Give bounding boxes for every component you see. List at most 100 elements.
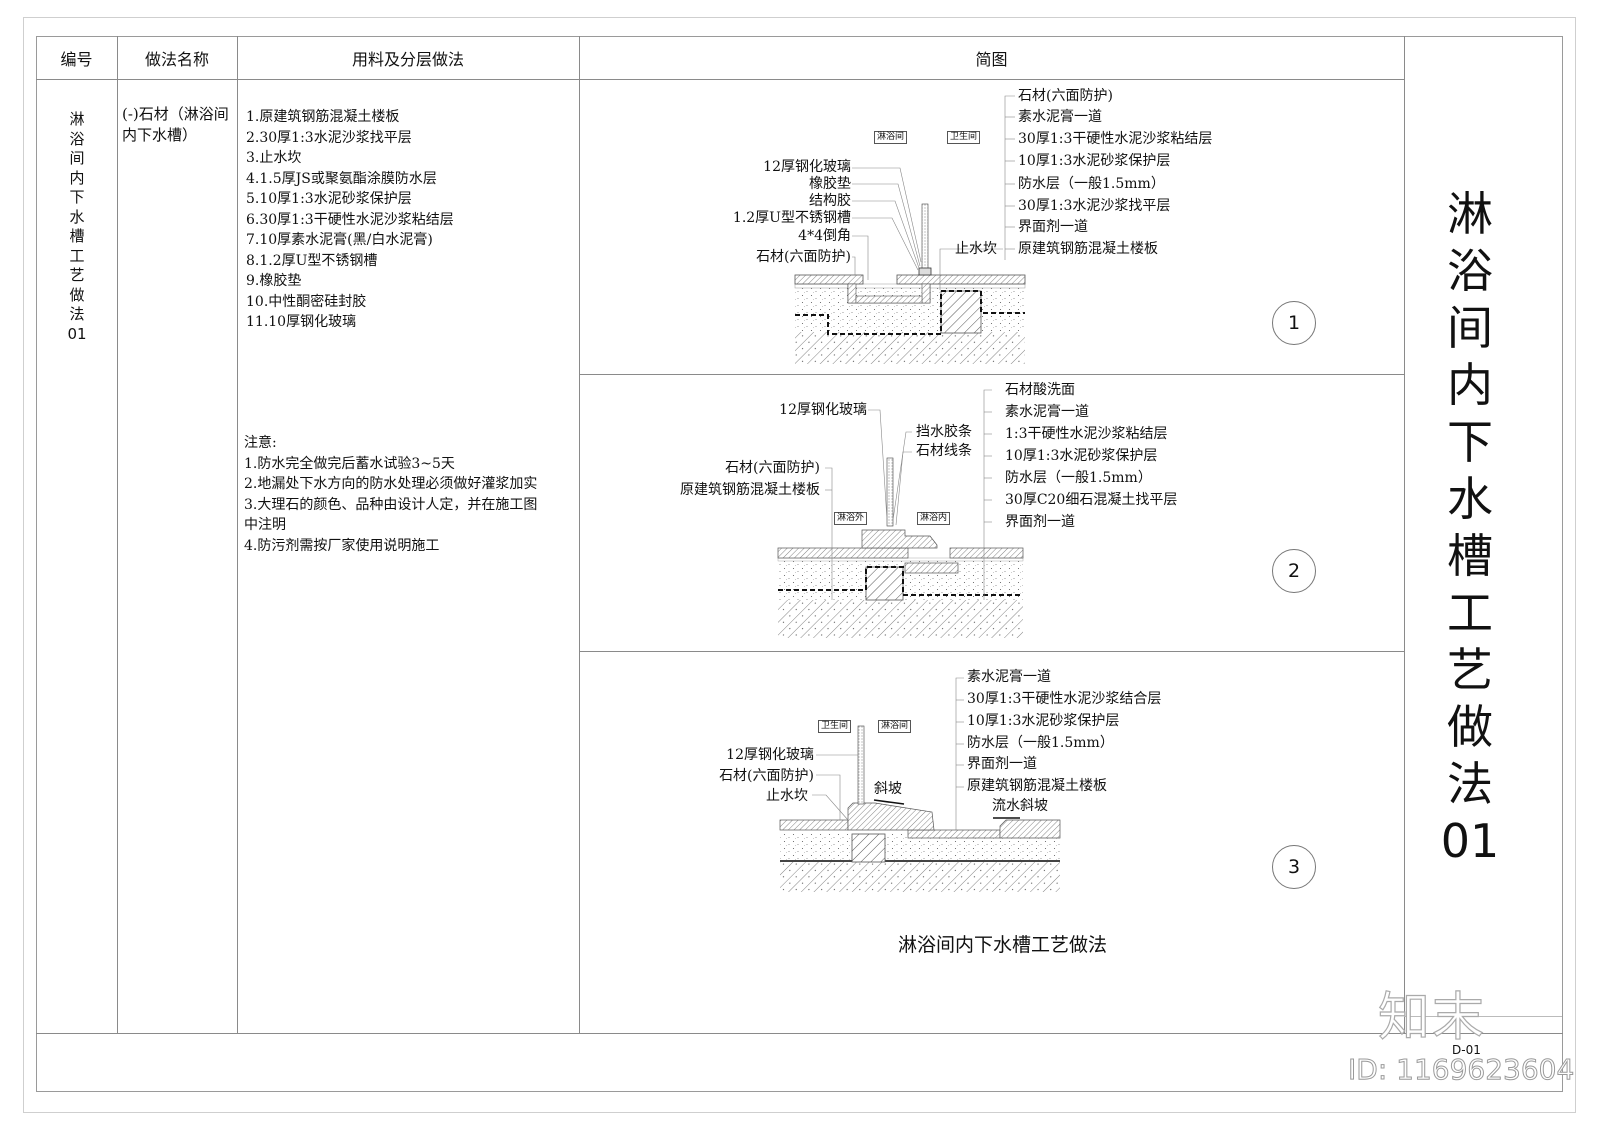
code-char: 01	[67, 324, 87, 343]
diagram-2-label: 石材酸洗面	[1005, 382, 1075, 398]
title-char: 槽	[1447, 529, 1493, 583]
diagram-3-label: 12厚钢化玻璃	[726, 747, 814, 763]
code-char: 下	[69, 188, 85, 206]
title-char: 淋	[1447, 187, 1493, 241]
diagram-2-label: 12厚钢化玻璃	[779, 402, 867, 418]
notes-block: 注意: 1.防水完全做完后蓄水试验3~5天 2.地漏处下水方向的防水处理必须做好…	[244, 433, 579, 557]
note-item: 2.地漏处下水方向的防水处理必须做好灌浆加实	[244, 476, 538, 493]
title-char: 工	[1447, 586, 1493, 640]
diagram-caption: 淋浴间内下水槽工艺做法	[898, 934, 1108, 956]
diagram-2-label: 防水层（一般1.5mm）	[1005, 470, 1152, 486]
code-char: 内	[69, 168, 85, 187]
step-item: 7.10厚素水泥膏(黑/白水泥膏)	[246, 232, 433, 248]
title-char: 浴	[1447, 244, 1493, 298]
diagram-1-label: 素水泥膏一道	[1018, 109, 1102, 125]
diagram-3-label: 原建筑钢筋混凝土楼板	[967, 778, 1107, 794]
diagram-1-label: 12厚钢化玻璃	[763, 159, 851, 175]
diagram-1-label: 石材(六面防护)	[756, 249, 851, 265]
code-char: 浴	[69, 129, 85, 148]
column-divider	[117, 36, 118, 1033]
note-item: 1.防水完全做完后蓄水试验3~5天	[244, 455, 455, 472]
diagram-divider	[579, 651, 1404, 652]
title-char: 01	[1440, 814, 1500, 868]
code-char: 槽	[69, 227, 85, 245]
diagram-1-label: 原建筑钢筋混凝土楼板	[1018, 241, 1158, 257]
sheet-box-divider	[1404, 1016, 1562, 1017]
diagram-3-label: 止水坎	[766, 788, 808, 804]
drawing-outer-border	[23, 17, 1576, 1113]
diagram-1-label: 结构胶	[809, 193, 851, 209]
note-item: 3.大理石的颜色、品种由设计人定，并在施工图	[244, 496, 538, 513]
diagram-1-label: 30厚1:3水泥沙浆找平层	[1018, 198, 1171, 214]
diagram-3-label: 界面剂一道	[967, 756, 1037, 772]
diagram-3-label: 10厚1:3水泥砂浆保护层	[967, 713, 1120, 729]
step-item: 1.原建筑钢筋混凝土楼板	[246, 109, 400, 125]
title-char: 艺	[1447, 643, 1493, 697]
diagram-number-badge: 3	[1272, 845, 1316, 889]
step-item: 3.止水坎	[246, 150, 302, 166]
diagram-1-label: 1.2厚U型不锈钢槽	[732, 210, 851, 226]
column-divider	[237, 36, 238, 1033]
step-item: 8.1.2厚U型不锈钢槽	[246, 252, 378, 269]
room-tag: 卫生间	[818, 720, 852, 733]
header-diagram: 简图	[975, 50, 1008, 69]
diagram-3-label: 素水泥膏一道	[967, 669, 1051, 685]
diagram-1-label: 30厚1:3干硬性水泥沙浆粘结层	[1018, 131, 1213, 147]
note-item: 4.防污剂需按厂家使用说明施工	[244, 537, 440, 554]
diagram-3-section	[779, 677, 1061, 892]
code-char: 间	[69, 149, 85, 167]
code-char: 做	[69, 285, 85, 304]
code-char: 水	[69, 207, 85, 226]
title-char: 内	[1447, 358, 1493, 412]
code-char: 工	[69, 246, 85, 265]
watermark-logo: 知末	[1377, 987, 1487, 1048]
diagram-3-label: 30厚1:3干硬性水泥沙浆结合层	[967, 691, 1162, 707]
diagram-number-badge: 2	[1272, 549, 1316, 593]
header-divider	[36, 79, 1404, 80]
row-code: 淋 浴 间 内 下 水 槽 工 艺 做 法 01	[66, 110, 88, 344]
title-char: 下	[1447, 415, 1493, 469]
footer-divider	[36, 1033, 1563, 1034]
notes-title: 注意:	[244, 435, 277, 451]
code-char: 淋	[69, 110, 85, 128]
diagram-number-badge: 1	[1272, 301, 1316, 345]
header-code: 编号	[60, 50, 93, 69]
sheet-number: D-01	[1452, 1043, 1481, 1057]
header-materials: 用料及分层做法	[351, 50, 464, 69]
step-item: 11.10厚钢化玻璃	[246, 314, 357, 330]
diagram-2-label: 原建筑钢筋混凝土楼板	[680, 482, 820, 498]
diagram-1-label: 4*4倒角	[798, 228, 851, 244]
diagram-1-label: 10厚1:3水泥砂浆保护层	[1018, 153, 1171, 169]
title-char: 间	[1447, 301, 1493, 355]
room-tag: 淋浴间	[874, 131, 908, 144]
note-item: 中注明	[244, 517, 286, 534]
title-char: 法	[1447, 757, 1493, 811]
code-char: 法	[69, 305, 85, 323]
step-item: 5.10厚1:3水泥砂浆保护层	[246, 191, 412, 207]
diagram-2-label: 界面剂一道	[1005, 514, 1075, 530]
diagram-3-label: 防水层（一般1.5mm）	[967, 735, 1114, 751]
diagram-2-section	[777, 389, 1024, 638]
step-item: 6.30厚1:3干硬性水泥沙浆粘结层	[246, 211, 454, 228]
title-char: 做	[1447, 700, 1493, 754]
diagram-3-label: 石材(六面防护)	[719, 768, 814, 784]
method-name: (-)石材（淋浴间内下水槽）	[122, 105, 229, 144]
diagram-3-flow-label: 流水斜坡	[992, 798, 1048, 814]
diagram-2-label: 10厚1:3水泥砂浆保护层	[1005, 448, 1158, 464]
diagram-2-label: 挡水胶条	[916, 424, 972, 440]
room-tag: 淋浴内	[917, 512, 951, 525]
code-char: 艺	[69, 266, 85, 284]
header-method-name: 做法名称	[144, 50, 209, 69]
diagram-2-label: 石材线条	[916, 443, 972, 459]
diagram-1-label: 橡胶垫	[809, 176, 851, 192]
title-block-divider	[1404, 36, 1405, 1033]
diagram-2-label: 素水泥膏一道	[1005, 404, 1089, 420]
step-item: 10.中性酮密硅封胶	[246, 293, 367, 310]
room-tag: 淋浴外	[834, 512, 868, 525]
material-steps-list: 1.原建筑钢筋混凝土楼板 2.30厚1:3水泥沙浆找平层 3.止水坎 4.1.5…	[246, 107, 454, 333]
title-char: 水	[1447, 472, 1493, 526]
room-tag: 卫生间	[947, 131, 981, 144]
diagram-1-label: 止水坎	[955, 241, 997, 257]
diagram-divider	[579, 374, 1404, 375]
diagram-1-label: 防水层（一般1.5mm）	[1018, 176, 1165, 192]
